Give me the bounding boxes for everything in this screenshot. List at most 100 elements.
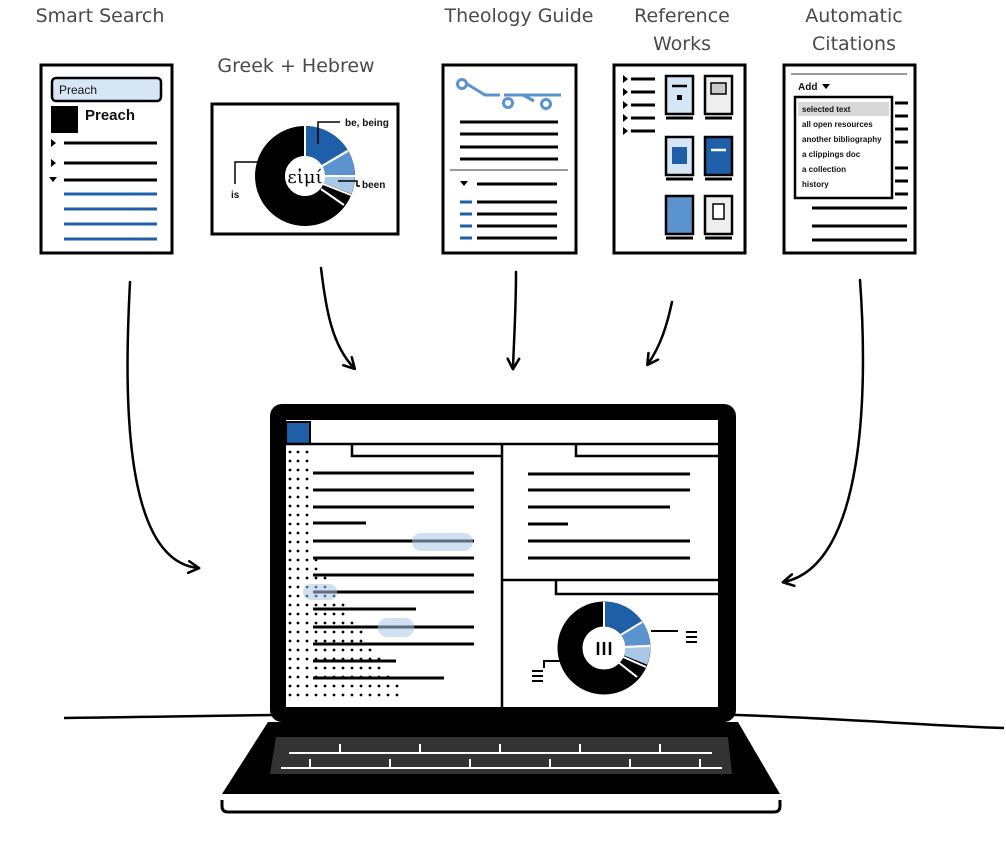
dot xyxy=(288,468,292,472)
dot xyxy=(296,630,300,634)
dot xyxy=(305,549,309,553)
dot xyxy=(305,576,309,580)
dot xyxy=(288,576,292,580)
dot xyxy=(314,567,318,571)
screen-content xyxy=(285,421,718,707)
arrows xyxy=(126,266,865,582)
dot xyxy=(314,603,318,607)
book-icon xyxy=(703,194,734,240)
timeline-graphic xyxy=(456,78,561,110)
dot xyxy=(314,621,318,625)
dot xyxy=(332,693,336,697)
dot xyxy=(296,477,300,481)
dot xyxy=(341,603,345,607)
keyboard-keys xyxy=(281,744,722,769)
dot xyxy=(305,657,309,661)
dot xyxy=(296,585,300,589)
dot xyxy=(296,531,300,535)
dot xyxy=(288,495,292,499)
arrow-smart-search xyxy=(126,280,198,568)
search-field xyxy=(50,76,163,103)
dot xyxy=(323,576,327,580)
dot xyxy=(288,450,292,454)
theology-guide-panel xyxy=(441,63,578,255)
greek-hebrew-panel: εἰμί be, being been is xyxy=(210,102,400,236)
dot xyxy=(288,459,292,463)
dot xyxy=(314,693,318,697)
dot xyxy=(323,621,327,625)
text-highlight xyxy=(412,533,473,551)
app-logo-square xyxy=(285,421,311,445)
dot xyxy=(350,648,354,652)
dot xyxy=(332,612,336,616)
dot xyxy=(341,684,345,688)
label-be-being: be, being xyxy=(345,118,389,129)
laptop xyxy=(220,404,782,814)
caption-automatic-citations-line1: Automatic xyxy=(805,5,902,27)
dot xyxy=(323,639,327,643)
dot xyxy=(323,603,327,607)
dot xyxy=(288,549,292,553)
dot xyxy=(332,639,336,643)
dot xyxy=(305,486,309,490)
dot xyxy=(305,558,309,562)
dot xyxy=(314,648,318,652)
dot xyxy=(296,675,300,679)
dot xyxy=(296,648,300,652)
collapse-arrow-icon xyxy=(49,177,57,182)
dot xyxy=(288,684,292,688)
arrow-theology-guide xyxy=(513,270,516,368)
arrow-automatic-citations xyxy=(784,278,865,582)
screen-donut-chart xyxy=(557,601,651,695)
dot xyxy=(288,540,292,544)
dot xyxy=(296,603,300,607)
dot xyxy=(341,666,345,670)
arrow-greek-hebrew xyxy=(319,266,354,368)
dot xyxy=(305,531,309,535)
menu-item-selected-text: selected text xyxy=(802,105,851,114)
dot xyxy=(341,630,345,634)
dot xyxy=(368,684,372,688)
dot xyxy=(377,693,381,697)
dot xyxy=(296,693,300,697)
dot xyxy=(296,513,300,517)
word-donut-chart: εἰμί xyxy=(255,125,355,226)
dot xyxy=(305,504,309,508)
dot xyxy=(288,612,292,616)
dot xyxy=(350,666,354,670)
expand-arrow-icon xyxy=(51,139,56,147)
dot xyxy=(305,495,309,499)
legend-marker xyxy=(686,631,697,643)
dot xyxy=(350,684,354,688)
dot xyxy=(288,522,292,526)
dot xyxy=(332,684,336,688)
dot xyxy=(305,603,309,607)
dot xyxy=(386,684,390,688)
dot xyxy=(305,648,309,652)
smart-search-panel: Preach Preach xyxy=(39,63,174,255)
dot xyxy=(305,684,309,688)
dot xyxy=(314,666,318,670)
dot xyxy=(323,693,327,697)
dot xyxy=(296,495,300,499)
menu-item-history: history xyxy=(802,180,829,189)
dot xyxy=(288,630,292,634)
dot xyxy=(288,648,292,652)
result-title: Preach xyxy=(85,107,135,124)
dot xyxy=(288,594,292,598)
legend-marker xyxy=(532,670,543,682)
menu-item-clippings-doc: a clippings doc xyxy=(802,150,861,159)
dot xyxy=(305,675,309,679)
reference-works-panel xyxy=(612,63,747,255)
dot xyxy=(296,459,300,463)
arrow-reference-works xyxy=(648,300,674,364)
menu-item-highlight xyxy=(798,102,889,116)
dot xyxy=(305,459,309,463)
book-icon xyxy=(703,74,734,120)
dot xyxy=(305,693,309,697)
dot xyxy=(305,666,309,670)
dot xyxy=(296,567,300,571)
dot xyxy=(314,630,318,634)
dot xyxy=(368,666,372,670)
